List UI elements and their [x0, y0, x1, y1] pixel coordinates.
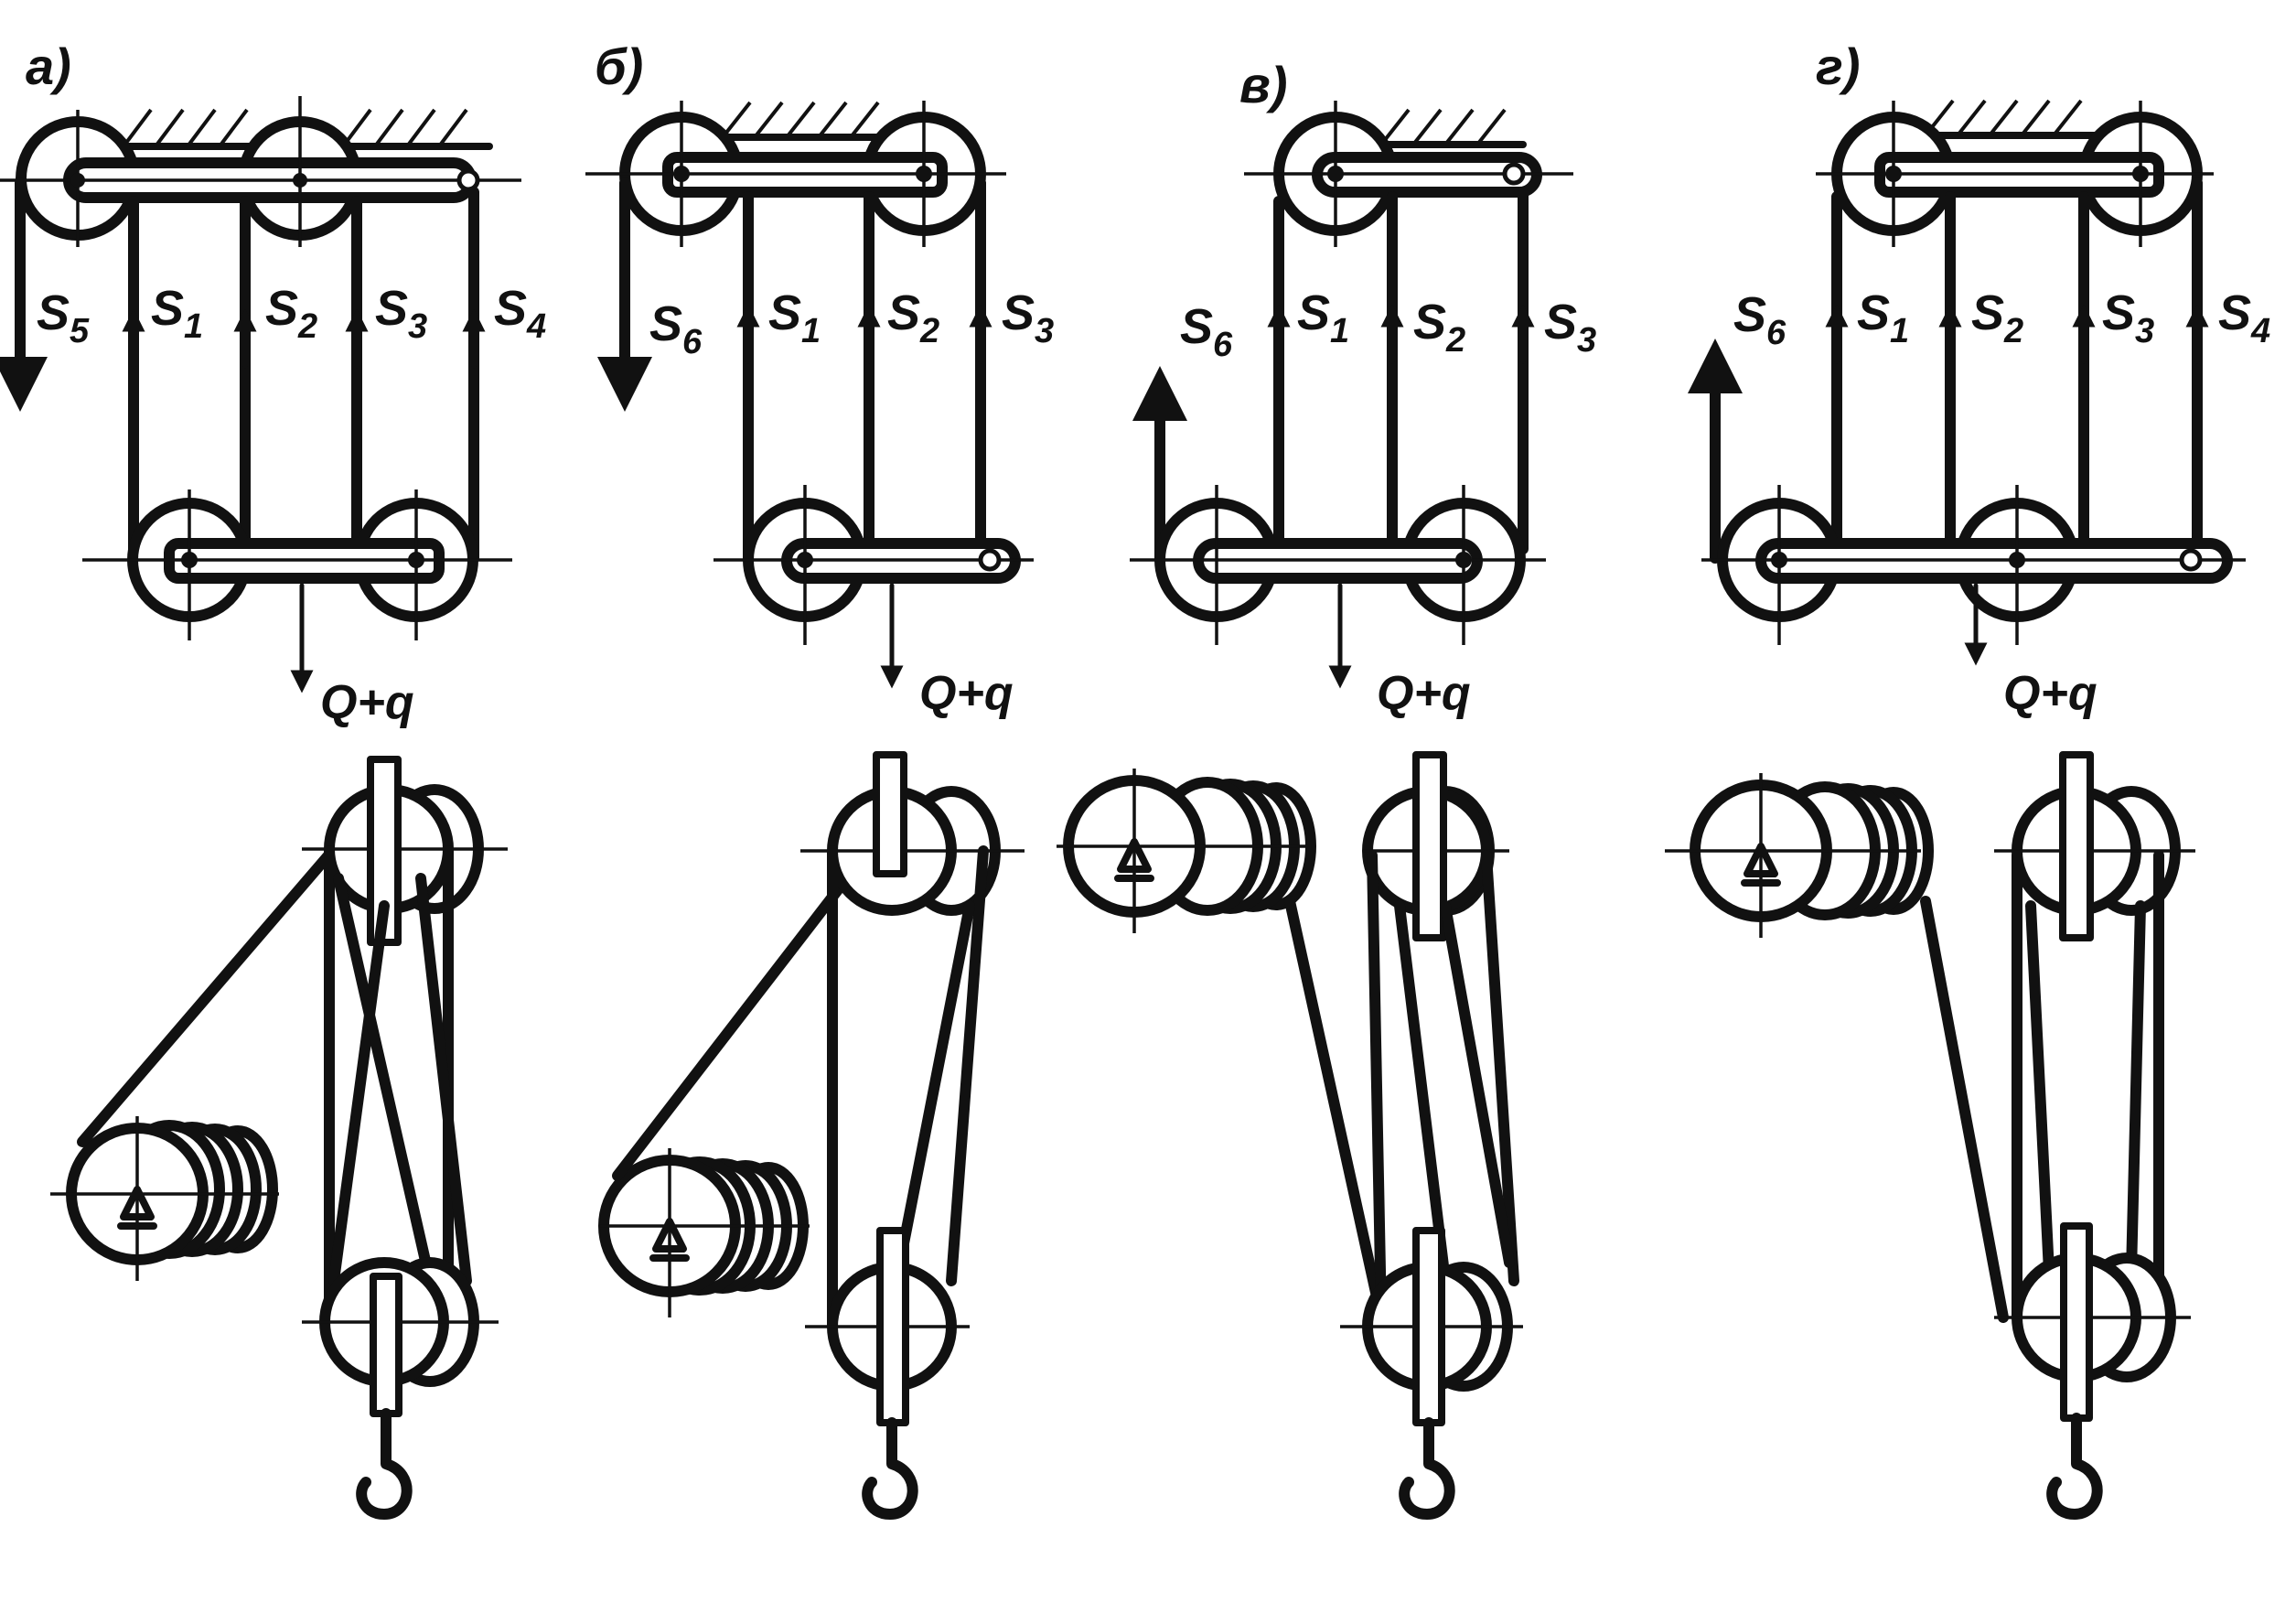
svg-text:S4: S4	[2218, 285, 2270, 350]
svg-text:S2: S2	[265, 281, 317, 346]
force-label-v-s1: S1	[1297, 285, 1349, 350]
force-label-b-s6: S6	[649, 296, 703, 361]
svg-text:S2: S2	[887, 285, 939, 350]
lower-block-cheek-v	[1412, 1227, 1445, 1426]
svg-text:S2: S2	[1413, 295, 1465, 360]
panel-a-perspective	[50, 756, 508, 1520]
svg-text:S1: S1	[1297, 285, 1349, 350]
panel-b-schematic: б) S6 S1 S2 S3 Q+q	[585, 38, 1054, 720]
load-label-b: Q+q	[919, 667, 1014, 720]
load-label-v: Q+q	[1377, 667, 1471, 720]
force-label-v-s2: S2	[1413, 295, 1465, 360]
lower-block-cheek-a	[370, 1273, 402, 1417]
load-label-a: Q+q	[320, 676, 414, 729]
panel-b-perspective	[598, 751, 1025, 1520]
force-label-b-s2: S2	[887, 285, 939, 350]
panel-v-label: в)	[1239, 56, 1287, 113]
force-label-b-s3: S3	[1002, 285, 1054, 350]
force-label-g-s2: S2	[1971, 285, 2023, 350]
force-label-a-s2: S2	[265, 281, 317, 346]
svg-text:S3: S3	[375, 281, 427, 346]
hook-icon	[356, 1408, 413, 1520]
svg-text:S1: S1	[1857, 285, 1909, 350]
panel-b-label: б)	[595, 38, 643, 95]
force-label-v-s3: S3	[1544, 295, 1596, 360]
lower-block-cheek-g	[2060, 1222, 2093, 1422]
panel-g-schematic: г) S6 S1 S2 S3 S4	[1688, 38, 2270, 720]
force-label-a-s5: S5	[37, 285, 90, 350]
svg-text:S1: S1	[151, 281, 203, 346]
force-label-b-s1: S1	[768, 285, 821, 350]
panel-a-schematic: а) S5 S1	[0, 38, 546, 729]
svg-text:S6: S6	[1180, 299, 1233, 364]
upper-block-cheek-b	[873, 751, 907, 877]
svg-text:S1: S1	[768, 285, 821, 350]
load-label-g: Q+q	[2003, 667, 2098, 720]
force-label-g-s3: S3	[2102, 285, 2154, 350]
svg-text:S3: S3	[1544, 295, 1596, 360]
svg-text:S3: S3	[2102, 285, 2154, 350]
panel-g-perspective	[1665, 751, 2195, 1520]
svg-text:S6: S6	[649, 296, 703, 361]
force-label-g-s4: S4	[2218, 285, 2270, 350]
lower-block-cheek-b	[876, 1227, 909, 1426]
upper-block-cheek-v	[1412, 751, 1447, 941]
force-label-a-s1: S1	[151, 281, 203, 346]
svg-text:S6: S6	[1733, 287, 1786, 352]
panel-v-schematic: в) S6 S1 S2 S3 Q+q	[1130, 56, 1596, 720]
force-label-a-s3: S3	[375, 281, 427, 346]
panel-a-label: а)	[26, 38, 71, 95]
force-label-v-s6: S6	[1180, 299, 1233, 364]
panel-g-label: г)	[1816, 38, 1861, 95]
upper-block-cheek-g	[2059, 751, 2094, 941]
svg-text:S4: S4	[494, 281, 546, 346]
panel-v-perspective	[1057, 751, 1523, 1520]
svg-text:S5: S5	[37, 285, 90, 350]
force-label-a-s4: S4	[494, 281, 546, 346]
svg-text:S3: S3	[1002, 285, 1054, 350]
force-label-g-s6: S6	[1733, 287, 1786, 352]
svg-text:S2: S2	[1971, 285, 2023, 350]
force-label-g-s1: S1	[1857, 285, 1909, 350]
